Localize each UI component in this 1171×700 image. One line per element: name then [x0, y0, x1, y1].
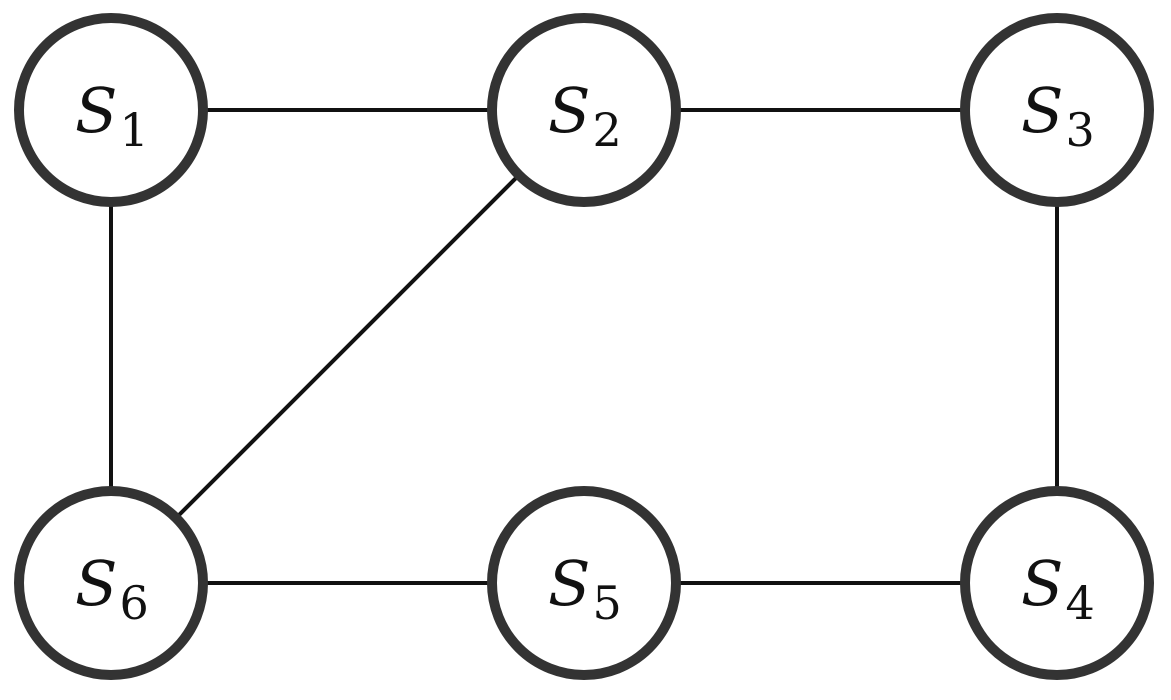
node-label: S2 [548, 74, 622, 157]
node-s4: S4 [960, 486, 1154, 680]
node-label: S5 [548, 547, 622, 630]
node-label: S4 [1021, 547, 1095, 630]
node-label-letter: S [75, 547, 117, 620]
node-s6: S6 [14, 486, 208, 680]
node-label-subscript: 6 [119, 576, 148, 630]
node-label-letter: S [548, 74, 590, 147]
edges-layer [109, 108, 1059, 585]
node-label-subscript: 2 [592, 103, 621, 157]
node-s1: S1 [14, 13, 208, 207]
node-circle [14, 13, 208, 207]
node-circle [14, 486, 208, 680]
node-label-letter: S [75, 74, 117, 147]
node-label-subscript: 1 [119, 103, 148, 157]
node-label-letter: S [548, 547, 590, 620]
edge-s2-s6 [174, 173, 521, 520]
node-s2: S2 [487, 13, 681, 207]
node-label-subscript: 3 [1065, 103, 1094, 157]
node-label-letter: S [1021, 547, 1063, 620]
node-circle [487, 486, 681, 680]
node-label: S6 [75, 547, 149, 630]
node-circle [487, 13, 681, 207]
node-s5: S5 [487, 486, 681, 680]
node-circle [960, 13, 1154, 207]
node-label: S1 [75, 74, 149, 157]
node-label-subscript: 5 [592, 576, 621, 630]
node-label-letter: S [1021, 74, 1063, 147]
node-s3: S3 [960, 13, 1154, 207]
node-label: S3 [1021, 74, 1095, 157]
node-circle [960, 486, 1154, 680]
node-label-subscript: 4 [1065, 576, 1094, 630]
